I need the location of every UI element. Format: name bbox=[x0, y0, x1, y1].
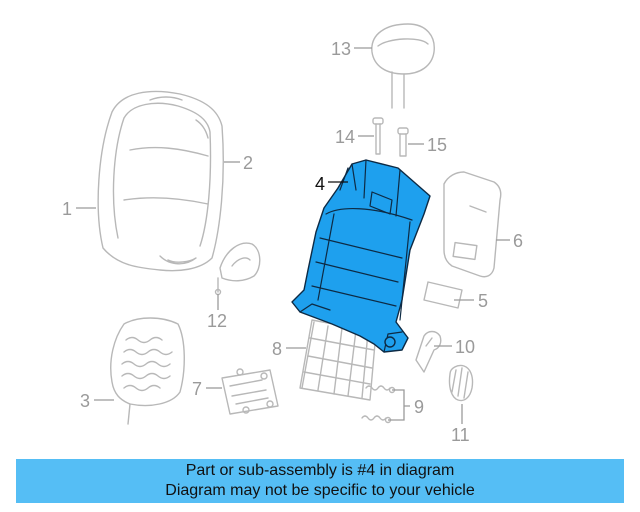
callout-8: 8 bbox=[272, 339, 282, 359]
callout-1: 1 bbox=[62, 199, 72, 219]
recliner-handle-part bbox=[214, 242, 261, 296]
banner-line-disclaimer: Diagram may not be specific to your vehi… bbox=[165, 482, 475, 499]
callout-7: 7 bbox=[192, 379, 202, 399]
spring-mat-part bbox=[299, 319, 377, 401]
seat-back-cushion-part bbox=[97, 90, 224, 272]
callout-14: 14 bbox=[335, 127, 355, 147]
lumbar-module-part bbox=[221, 368, 279, 415]
callout-4: 4 bbox=[315, 174, 325, 194]
headrest-part bbox=[371, 23, 435, 109]
callout-9: 9 bbox=[414, 397, 424, 417]
seat-heater-pad-part bbox=[110, 317, 185, 425]
headrest-guide-part bbox=[372, 117, 384, 155]
leader-9 bbox=[388, 389, 410, 421]
recliner-lever-part bbox=[415, 330, 442, 373]
callout-15: 15 bbox=[427, 135, 447, 155]
headrest-guide-lock-part bbox=[397, 127, 409, 157]
pad-part bbox=[423, 281, 463, 309]
recline-knob-part bbox=[448, 364, 474, 402]
seat-back-frame-part bbox=[291, 159, 431, 353]
callout-5: 5 bbox=[478, 291, 488, 311]
callout-2: 2 bbox=[243, 153, 253, 173]
callout-13: 13 bbox=[331, 39, 351, 59]
callout-6: 6 bbox=[513, 231, 523, 251]
springs-part bbox=[361, 385, 396, 424]
callout-11: 11 bbox=[451, 425, 470, 445]
parts-diagram: 1 2 3 4 5 6 7 8 9 10 11 12 13 14 15 bbox=[62, 23, 523, 445]
back-panel-part bbox=[443, 171, 502, 278]
info-banner: Part or sub-assembly is #4 in diagram Di… bbox=[16, 459, 624, 503]
callout-3: 3 bbox=[80, 391, 90, 411]
banner-line-part-number: Part or sub-assembly is #4 in diagram bbox=[185, 462, 455, 479]
callout-12: 12 bbox=[207, 311, 227, 331]
callout-10: 10 bbox=[455, 337, 475, 357]
